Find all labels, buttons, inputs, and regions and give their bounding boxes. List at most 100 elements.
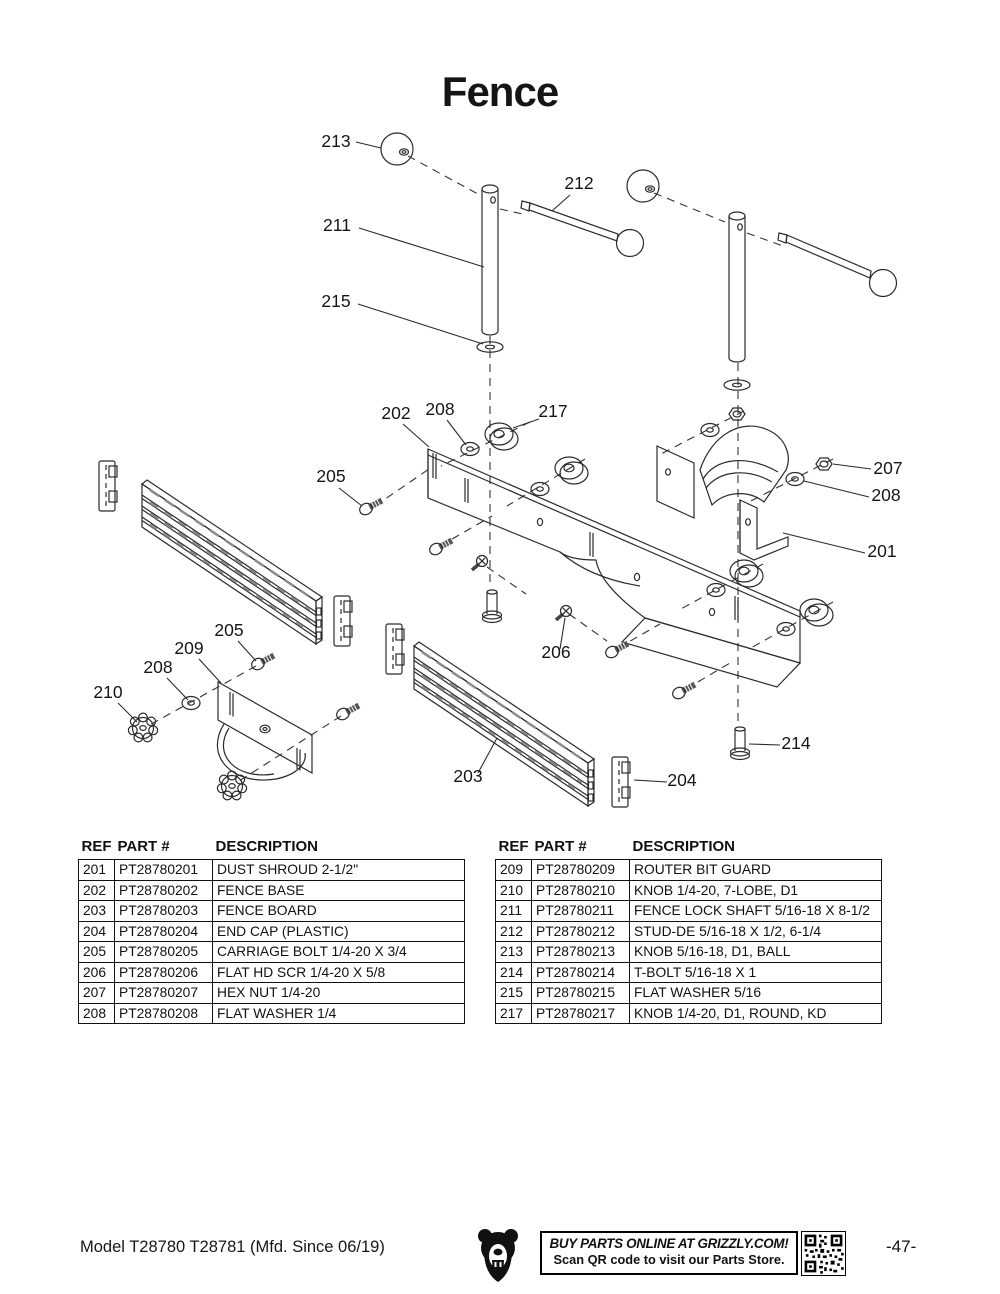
carriage-bolt-205 [249, 650, 278, 673]
callout-label-217: 217 [538, 401, 567, 421]
fence-exploded-diagram: 2132122112152022082172052072082012052092… [93, 131, 903, 808]
end-cap-204 [385, 623, 405, 675]
fence-lock-shaft-211-left [481, 184, 499, 336]
description-cell: FENCE LOCK SHAFT 5/16-18 X 8-1/2 [629, 900, 882, 922]
part-number-cell: PT28780215 [531, 982, 630, 1004]
ref-cell: 210 [495, 879, 532, 901]
column-header: REF [498, 838, 529, 855]
ref-cell: 211 [495, 900, 532, 922]
callout-label-208: 208 [143, 657, 172, 677]
ref-cell: 213 [495, 941, 532, 963]
description-cell: ROUTER BIT GUARD [629, 859, 882, 881]
ref-cell: 214 [495, 961, 532, 983]
part-number-cell: PT28780203 [114, 900, 213, 922]
flat-head-screw-206 [554, 603, 574, 622]
fence-board-203-bottom [412, 640, 596, 808]
fence-base-202-drawing [427, 445, 802, 688]
carriage-bolt-205 [427, 535, 456, 558]
description-cell: FENCE BASE [212, 879, 465, 901]
t-bolt-214 [729, 726, 751, 761]
callout-label-203: 203 [453, 766, 482, 786]
leader-line-210 [117, 702, 138, 723]
ref-cell: 201 [78, 859, 115, 881]
buy-parts-headline: BUY PARTS ONLINE AT GRIZZLY.COM! [549, 1236, 789, 1251]
callout-label-210: 210 [93, 682, 122, 702]
flat-washer-215-right [723, 379, 751, 391]
buy-parts-box: BUY PARTS ONLINE AT GRIZZLY.COM! Scan QR… [540, 1231, 798, 1275]
flat-washer-208 [181, 695, 201, 711]
leader-line-208 [803, 480, 870, 498]
t-bolt-214 [481, 589, 503, 624]
part-number-cell: PT28780217 [531, 1002, 630, 1024]
hex-nut-207 [815, 457, 833, 471]
dust-shroud-201-drawing [699, 425, 789, 561]
part-number-cell: PT28780201 [114, 859, 213, 881]
description-cell: FENCE BOARD [212, 900, 465, 922]
flat-washer-208 [776, 621, 796, 637]
callout-label-208: 208 [871, 485, 900, 505]
leader-line-208 [166, 677, 189, 701]
callout-label-204: 204 [667, 770, 696, 790]
part-number-cell: PT28780205 [114, 941, 213, 963]
ref-cell: 203 [78, 900, 115, 922]
grizzly-bear-logo-icon [478, 1229, 518, 1282]
callout-label-205: 205 [214, 620, 243, 640]
leader-line-215 [357, 303, 484, 345]
end-cap-204 [611, 756, 631, 808]
column-header: DESCRIPTION [215, 838, 319, 855]
callout-label-206: 206 [541, 642, 570, 662]
description-cell: DUST SHROUD 2-1/2" [212, 859, 465, 881]
ref-cell: 205 [78, 941, 115, 963]
flat-washer-208 [530, 481, 550, 497]
flat-washer-208 [700, 422, 720, 438]
round-knob-217 [554, 456, 589, 485]
ball-knob-213-right [626, 169, 660, 203]
callout-label-205: 205 [316, 466, 345, 486]
leader-line-211 [358, 227, 485, 268]
lobe-knob-210 [216, 770, 248, 801]
description-cell: KNOB 1/4-20, 7-LOBE, D1 [629, 879, 882, 901]
description-cell: KNOB 1/4-20, D1, ROUND, KD [629, 1002, 882, 1024]
description-cell: STUD-DE 5/16-18 X 1/2, 6-1/4 [629, 920, 882, 942]
description-cell: KNOB 5/16-18, D1, BALL [629, 941, 882, 963]
flat-washer-208 [706, 582, 726, 598]
ref-cell: 215 [495, 982, 532, 1004]
part-number-cell: PT28780213 [531, 941, 630, 963]
callout-label-214: 214 [781, 733, 810, 753]
description-cell: FLAT WASHER 5/16 [629, 982, 882, 1004]
ref-cell: 217 [495, 1002, 532, 1024]
part-number-cell: PT28780207 [114, 982, 213, 1004]
carriage-bolt-205 [670, 679, 699, 702]
ref-cell: 206 [78, 961, 115, 983]
description-cell: FLAT HD SCR 1/4-20 X 5/8 [212, 961, 465, 983]
callout-label-211: 211 [323, 215, 351, 235]
callout-label-212: 212 [564, 173, 593, 193]
ref-cell: 209 [495, 859, 532, 881]
column-header: PART # [117, 838, 170, 855]
part-number-cell: PT28780208 [114, 1002, 213, 1024]
page-footer: Model T28780 T28781 (Mfd. Since 06/19) B… [0, 1224, 1000, 1284]
leader-line-208 [446, 419, 467, 446]
description-cell: END CAP (PLASTIC) [212, 920, 465, 942]
description-cell: FLAT WASHER 1/4 [212, 1002, 465, 1024]
callout-label-207: 207 [873, 458, 902, 478]
ref-cell: 212 [495, 920, 532, 942]
carriage-bolt-205 [334, 700, 363, 723]
leader-line-204 [633, 779, 668, 783]
part-number-cell: PT28780211 [531, 900, 630, 922]
leader-line-217 [512, 418, 540, 429]
